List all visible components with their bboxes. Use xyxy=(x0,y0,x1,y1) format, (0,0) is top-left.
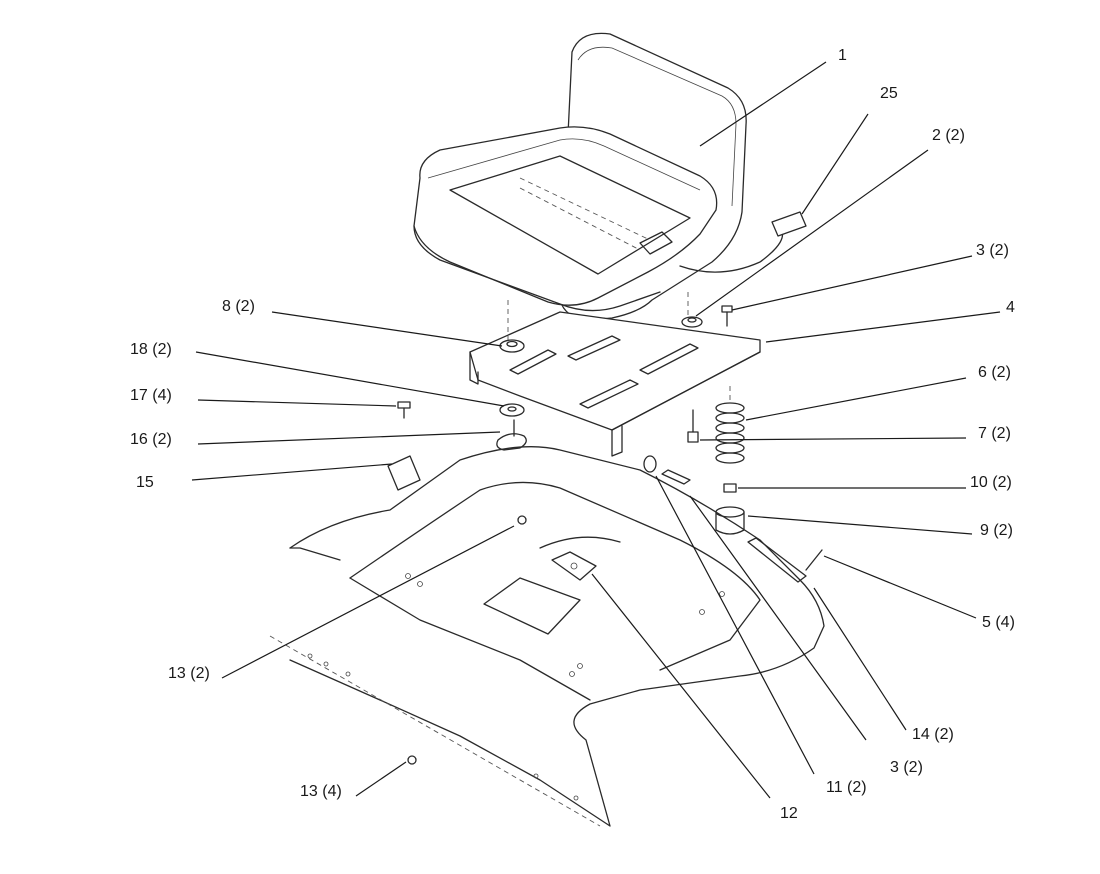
callout-13-lower: 13 (4) xyxy=(300,783,342,800)
seat-part xyxy=(413,32,807,329)
callout-17: 17 (4) xyxy=(130,387,172,404)
callout-15: 15 xyxy=(136,474,154,491)
callout-3-bottom: 3 (2) xyxy=(890,759,923,776)
callout-25: 25 xyxy=(880,85,898,102)
callout-6: 6 (2) xyxy=(978,364,1011,381)
callout-labels: 1 25 2 (2) 3 (2) 4 8 (2) 18 (2) 17 (4) 1… xyxy=(130,47,1015,822)
fender-part xyxy=(269,446,825,827)
hardware-parts xyxy=(397,305,823,765)
callout-3-top: 3 (2) xyxy=(976,242,1009,259)
callout-1: 1 xyxy=(838,47,847,64)
callout-4: 4 xyxy=(1006,299,1015,316)
callout-5: 5 (4) xyxy=(982,614,1015,631)
callout-13-upper: 13 (2) xyxy=(168,665,210,682)
callout-16: 16 (2) xyxy=(130,431,172,448)
callout-18: 18 (2) xyxy=(130,341,172,358)
callout-12: 12 xyxy=(780,805,798,822)
callout-7: 7 (2) xyxy=(978,425,1011,442)
callout-8: 8 (2) xyxy=(222,298,255,315)
callout-9: 9 (2) xyxy=(980,522,1013,539)
leader-lines xyxy=(191,61,1001,799)
callout-14: 14 (2) xyxy=(912,726,954,743)
callout-10: 10 (2) xyxy=(970,474,1012,491)
callout-2: 2 (2) xyxy=(932,127,965,144)
callout-11: 11 (2) xyxy=(826,779,867,796)
